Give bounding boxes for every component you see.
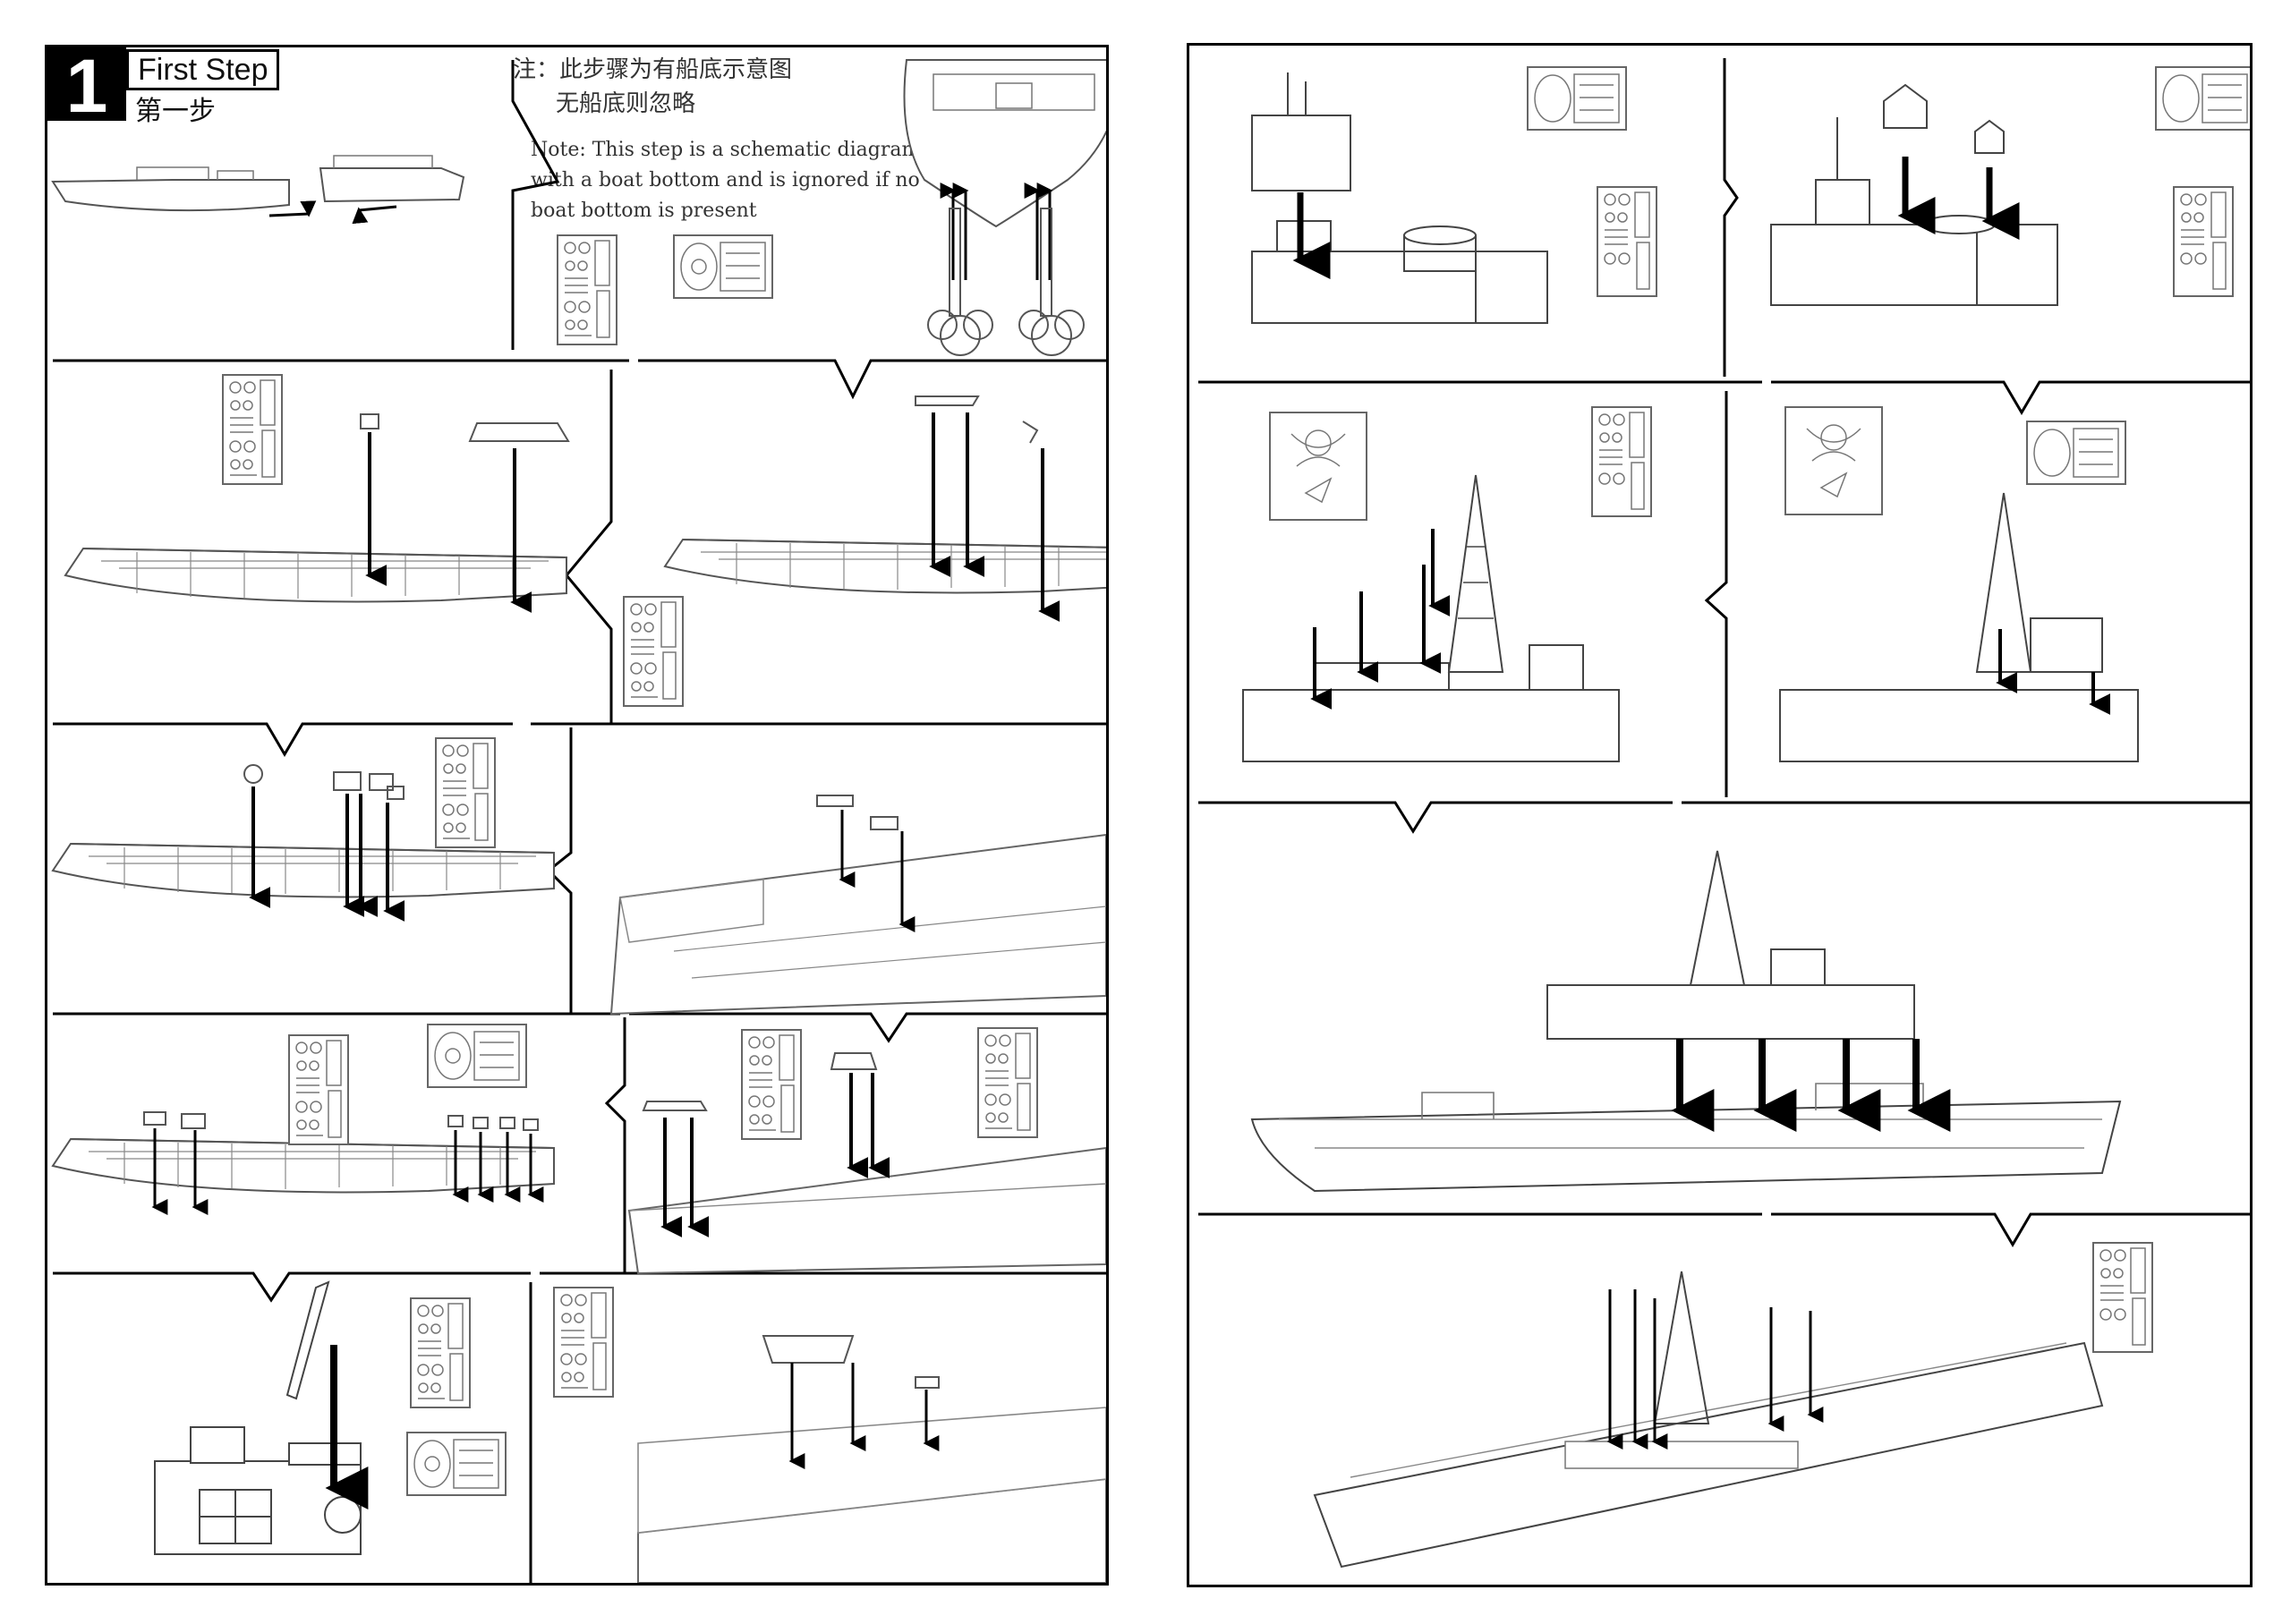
hull-midship-view bbox=[637, 1407, 1106, 1583]
hull-bow-view bbox=[627, 1146, 1106, 1275]
boat-bottom bbox=[903, 59, 1106, 228]
parts-sheet-icon bbox=[222, 374, 283, 485]
funnel-piece bbox=[1251, 72, 1351, 191]
superstructure-base bbox=[1251, 220, 1548, 324]
instruction-page-left: 1 First Step 第一步 注：此步骤为有船底示意图 无船底则忽略 Not… bbox=[45, 45, 1109, 1586]
parts-sheet-icon bbox=[553, 1287, 614, 1398]
parts-sheet-icon bbox=[1597, 186, 1657, 297]
superstructure-over-hull bbox=[1546, 850, 1915, 1040]
superstructure-with-mast bbox=[1242, 474, 1620, 762]
superstructure-final bbox=[1779, 492, 2139, 762]
completed-ship-view bbox=[1313, 1271, 2104, 1569]
parts-sheet-icon bbox=[288, 1034, 349, 1145]
parts-sheet-icon bbox=[673, 234, 773, 299]
right-page-drawings bbox=[1198, 58, 2250, 1569]
parts-sheet-icon bbox=[741, 1029, 802, 1140]
parts-sheet-icon bbox=[2173, 186, 2234, 297]
parts-sheet-icon bbox=[2155, 66, 2250, 131]
parts-sheet-icon bbox=[2026, 421, 2126, 485]
step-subtitle: 第一步 bbox=[135, 96, 216, 127]
parts-sheet-icon bbox=[1527, 66, 1627, 131]
parts-sheet-icon bbox=[1269, 412, 1367, 521]
instruction-page-right bbox=[1187, 43, 2253, 1587]
parts-sheet-icon bbox=[427, 1024, 527, 1088]
note-chinese-line1: 注：此步骤为有船底示意图 bbox=[513, 56, 793, 83]
note-english: Note: This step is a schematic diagram w… bbox=[531, 139, 921, 222]
parts-sheet-icon bbox=[410, 1297, 471, 1408]
superstructure-assembled bbox=[1770, 117, 2058, 306]
step-number: 1 bbox=[47, 47, 126, 124]
parts-sheet-icon bbox=[1591, 406, 1652, 517]
parts-sheet-icon bbox=[435, 737, 496, 848]
left-page-drawings bbox=[51, 59, 1106, 1583]
propeller-icon bbox=[927, 208, 1085, 356]
hull-rear-piece bbox=[319, 155, 465, 203]
parts-sheet-icon bbox=[2092, 1242, 2153, 1353]
hull-deck-view bbox=[609, 833, 1106, 1016]
join-arrows bbox=[268, 200, 397, 225]
full-hull-side bbox=[1250, 1083, 2122, 1193]
parts-sheet-icon bbox=[623, 596, 684, 707]
parts-sheet-icon bbox=[557, 234, 617, 345]
note-chinese-line2: 无船底则忽略 bbox=[556, 90, 696, 117]
step-title: First Step bbox=[126, 49, 280, 90]
parts-sheet-icon bbox=[1784, 406, 1883, 515]
parts-sheet-icon bbox=[977, 1027, 1038, 1138]
parts-sheet-icon bbox=[406, 1432, 507, 1496]
panel-dividers bbox=[1198, 58, 2250, 1247]
bridge-block bbox=[154, 1426, 362, 1555]
hull-front-piece bbox=[51, 166, 290, 212]
